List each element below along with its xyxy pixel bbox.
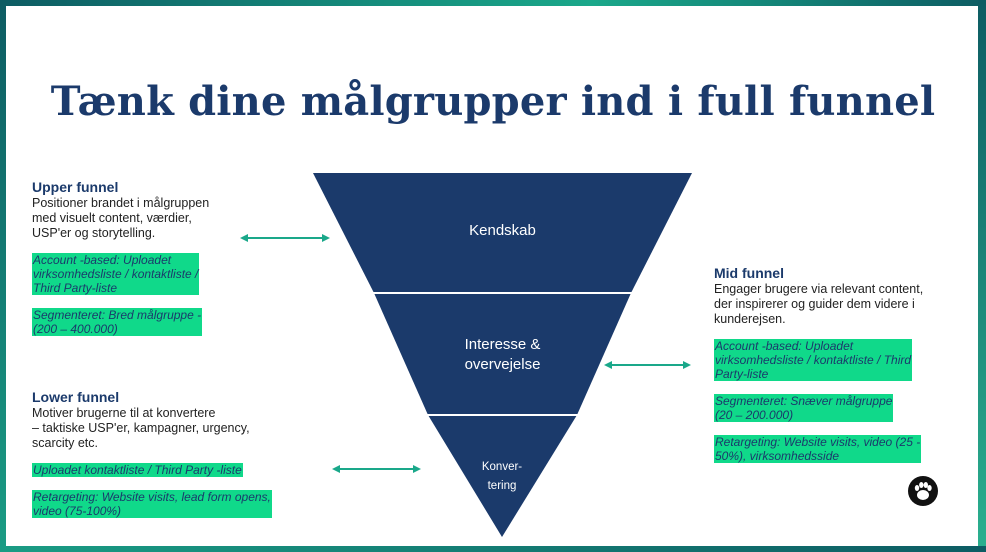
frame-right-border	[978, 0, 986, 552]
mid-funnel-block: Mid funnel Engager brugere via relevant …	[714, 266, 954, 464]
funnel-stage-consideration	[374, 293, 631, 415]
upper-highlight-account: Account -based: Uploadet virksomhedslist…	[32, 253, 200, 295]
frame-left-border	[0, 0, 6, 552]
slide-title: Tænk dine målgrupper ind i full funnel	[50, 78, 936, 125]
mid-highlight-account: Account -based: Uploadet virksomhedslist…	[714, 339, 913, 381]
upper-funnel-text: Positioner brandet i målgruppen med visu…	[32, 196, 210, 240]
lower-funnel-text: Motiver brugerne til at konvertere – tak…	[32, 406, 250, 450]
mid-highlight-segment: Segmenteret: Snæver målgruppe (20 – 200.…	[714, 394, 894, 422]
mid-highlight-retargeting: Retargeting: Website visits, video (25 -…	[714, 435, 922, 463]
lower-funnel-block: Lower funnel Motiver brugerne til at kon…	[32, 390, 322, 519]
arrow-lower	[332, 465, 421, 473]
upper-funnel-block: Upper funnel Positioner brandet i målgru…	[32, 180, 247, 337]
lower-highlight-contactlist: Uploadet kontaktliste / Third Party -lis…	[32, 463, 243, 477]
upper-funnel-heading: Upper funnel	[32, 179, 119, 195]
lower-highlight-retargeting: Retargeting: Website visits, lead form o…	[32, 490, 272, 518]
lower-funnel-heading: Lower funnel	[32, 389, 120, 405]
funnel-label-interesse: Interesse & overvejelse	[464, 336, 541, 373]
upper-highlight-segment: Segmenteret: Bred målgruppe - (200 – 400…	[32, 308, 203, 336]
frame-bottom-border	[0, 546, 986, 552]
arrow-mid	[604, 361, 691, 369]
mid-funnel-text: Engager brugere via relevant content, de…	[714, 282, 924, 326]
mid-funnel-heading: Mid funnel	[714, 265, 784, 281]
arrow-upper	[240, 234, 330, 242]
frame-top-border	[0, 0, 986, 6]
funnel-stage-awareness	[313, 173, 692, 293]
funnel-stage-conversion	[428, 415, 577, 537]
paw-logo-icon	[908, 476, 938, 506]
funnel-label-konvertering: Konver- tering	[481, 461, 523, 492]
funnel-label-kendskab: Kendskab	[469, 222, 536, 239]
